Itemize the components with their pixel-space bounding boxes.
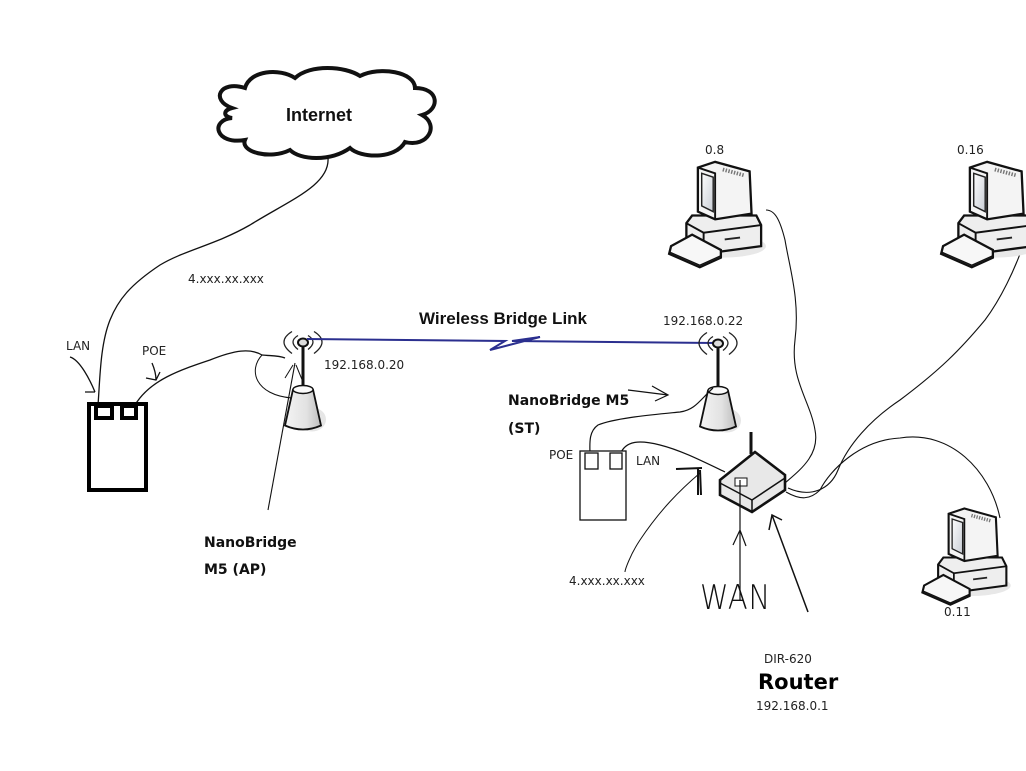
internet-label: Internet [286, 105, 353, 125]
st-name-line1: NanoBridge M5 [508, 393, 630, 409]
ap-name-line2: M5 (AP) [204, 562, 267, 578]
left-poe-adapter-icon [87, 402, 148, 492]
computer-0-11-icon [920, 506, 1013, 607]
computer-0-8-icon [667, 159, 768, 270]
internet-cable [97, 157, 329, 406]
left-poe-label: POE [142, 344, 167, 358]
st-name-line2: (ST) [508, 421, 541, 437]
wireless-link-line [306, 336, 716, 351]
st-ip-label: 192.168.0.22 [663, 314, 744, 328]
ap-ip-label: 192.168.0.20 [324, 358, 405, 372]
left-lan-label: LAN [66, 339, 91, 353]
router-model: DIR-620 [764, 652, 812, 666]
right-poe-label: POE [549, 448, 574, 462]
wireless-link-label: Wireless Bridge Link [419, 309, 588, 328]
computer-0-16-label: 0.16 [957, 143, 984, 157]
router-title: Router [758, 670, 839, 694]
computer-0-11-label: 0.11 [944, 605, 971, 619]
poe-cable-left [134, 350, 286, 406]
right-poe-adapter-icon [579, 450, 627, 521]
wan-ip-left: 4.xxx.xx.xxx [188, 272, 264, 286]
internet-cloud-icon [216, 66, 437, 160]
wan-label: WAN [700, 578, 771, 618]
st-antenna-icon [697, 330, 743, 435]
ap-name-line1: NanoBridge [204, 535, 297, 551]
wan-ip-right: 4.xxx.xx.xxx [569, 574, 645, 588]
router-icon [718, 432, 787, 514]
ap-antenna-icon [282, 329, 328, 434]
router-ip: 192.168.0.1 [756, 699, 829, 713]
computer-0-16-icon [939, 159, 1026, 270]
computer-0-8-label: 0.8 [705, 143, 725, 157]
right-lan-label: LAN [636, 454, 661, 468]
